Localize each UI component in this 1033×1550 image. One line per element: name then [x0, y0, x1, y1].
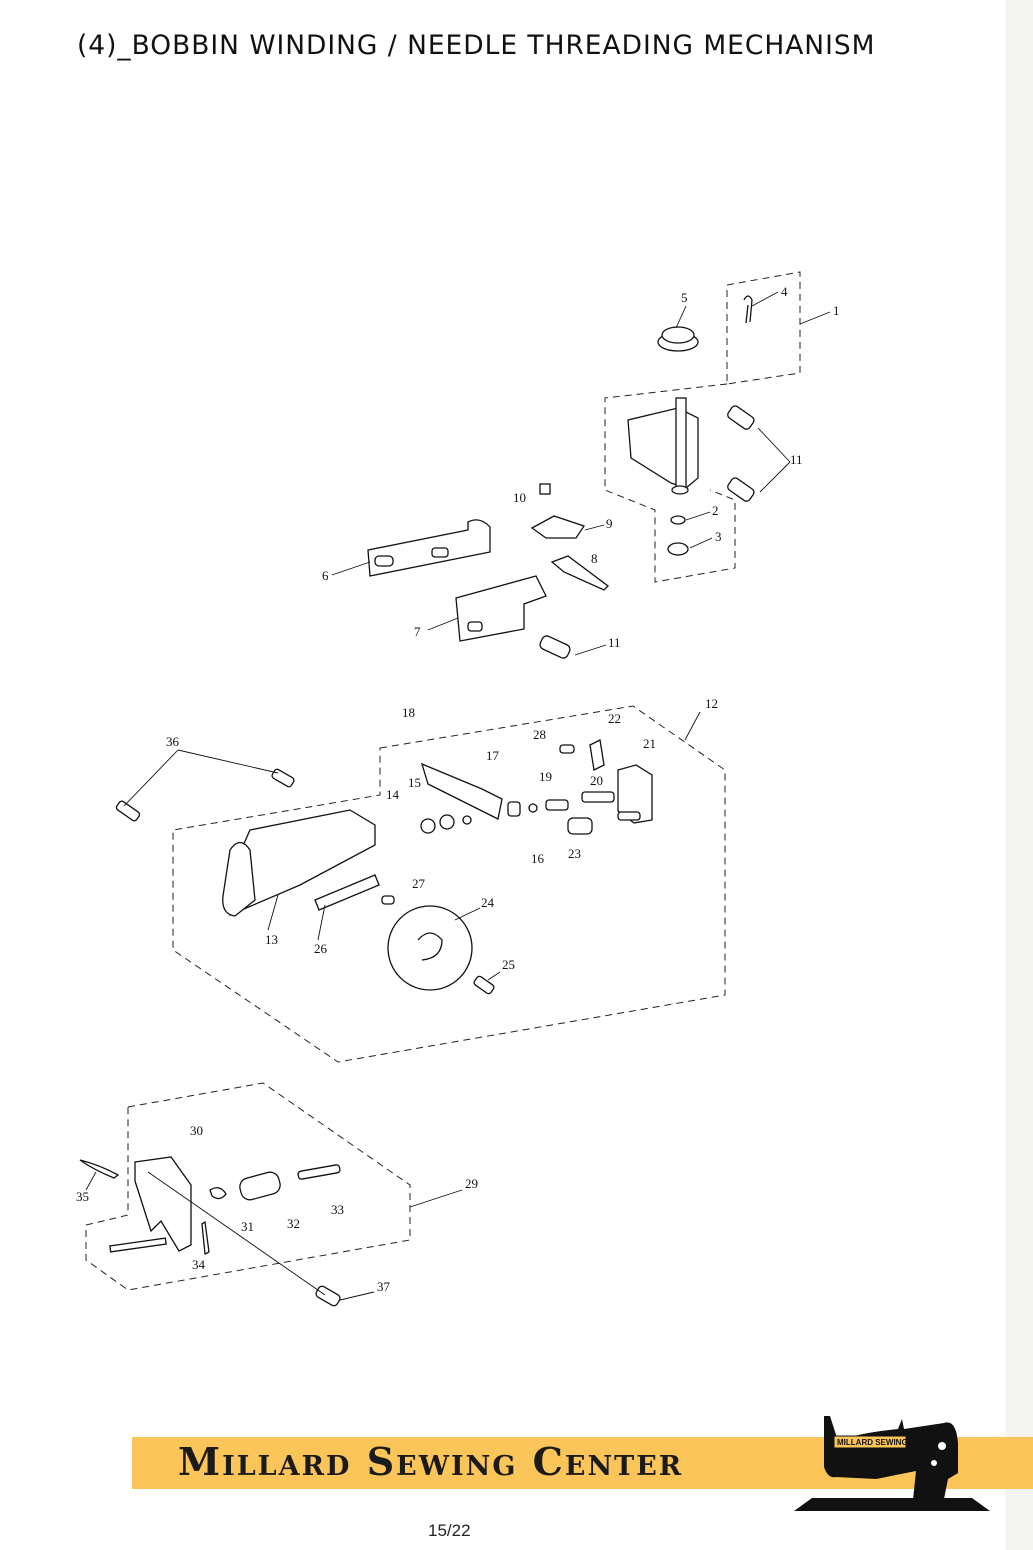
- callout-27: 27: [412, 876, 426, 891]
- callout-6: 6: [322, 568, 329, 583]
- callout-18: 18: [402, 705, 415, 720]
- callout-31: 31: [241, 1219, 254, 1234]
- callout-34: 34: [192, 1257, 206, 1272]
- callout-16: 16: [531, 851, 545, 866]
- callout-35: 35: [76, 1189, 89, 1204]
- callout-2: 2: [712, 503, 719, 518]
- callout-10: 10: [513, 490, 526, 505]
- page-title: (4)_BOBBIN WINDING / NEEDLE THREADING ME…: [77, 30, 876, 61]
- callout-4: 4: [781, 284, 788, 299]
- callout-21: 21: [643, 736, 656, 751]
- group-outline-12: [172, 705, 726, 1063]
- callout-32: 32: [287, 1216, 300, 1231]
- callout-9: 9: [606, 516, 613, 531]
- callout-13: 13: [265, 932, 278, 947]
- callout-11: 11: [790, 452, 803, 467]
- callout-25: 25: [502, 957, 515, 972]
- callout-3: 3: [715, 529, 722, 544]
- callout-14: 14: [386, 787, 400, 802]
- callout-26: 26: [314, 941, 328, 956]
- page-number: 15/22: [428, 1521, 471, 1540]
- callout-11: 11: [608, 635, 621, 650]
- callout-22: 22: [608, 711, 621, 726]
- callout-5: 5: [681, 290, 688, 305]
- callout-23: 23: [568, 846, 581, 861]
- parts: [79, 295, 755, 1307]
- group-outline-1: [726, 271, 801, 385]
- callout-7: 7: [414, 624, 421, 639]
- callout-24: 24: [481, 895, 495, 910]
- callout-15: 15: [408, 775, 421, 790]
- callout-20: 20: [590, 773, 603, 788]
- leader-lines: [85, 291, 831, 1301]
- callout-28: 28: [533, 727, 546, 742]
- callout-30: 30: [190, 1123, 203, 1138]
- callout-8: 8: [591, 551, 598, 566]
- group-outline-bobbin-winder: [604, 383, 736, 583]
- assembly-group-outlines: [85, 271, 801, 1291]
- callout-17: 17: [486, 748, 500, 763]
- callout-37: 37: [377, 1279, 391, 1294]
- callout-29: 29: [465, 1176, 478, 1191]
- callout-12: 12: [705, 696, 718, 711]
- sewing-machine-logo: MILLARD SEWING: [794, 1416, 990, 1511]
- callout-1: 1: [833, 303, 840, 318]
- callout-36: 36: [166, 734, 180, 749]
- callout-33: 33: [331, 1202, 344, 1217]
- group-outline-29: [85, 1082, 411, 1291]
- logo-text: MILLARD SEWING: [837, 1438, 908, 1447]
- page-margin-strip: [1005, 0, 1033, 1550]
- brand-name: Millard Sewing Center: [178, 1439, 684, 1484]
- callout-19: 19: [539, 769, 552, 784]
